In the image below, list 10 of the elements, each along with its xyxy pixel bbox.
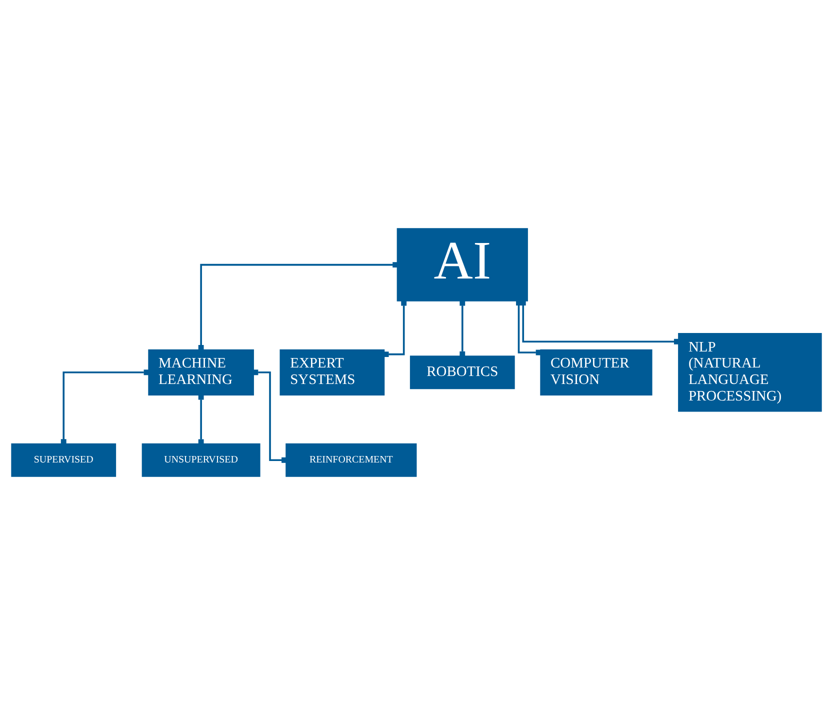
- node-box: SUPERVISED: [11, 443, 116, 477]
- node-box: AI: [396, 228, 528, 302]
- node-box: NLP (NATURAL LANGUAGE PROCESSING): [678, 333, 822, 412]
- node-box: MACHINE LEARNING: [148, 349, 254, 396]
- node-box: REINFORCEMENT: [286, 443, 417, 477]
- node-box: UNSUPERVISED: [142, 443, 260, 477]
- node-box: COMPUTER VISION: [540, 349, 652, 396]
- node-box: ROBOTICS: [410, 356, 515, 390]
- connector: [520, 300, 680, 344]
- node-box: EXPERT SYSTEMS: [280, 349, 385, 396]
